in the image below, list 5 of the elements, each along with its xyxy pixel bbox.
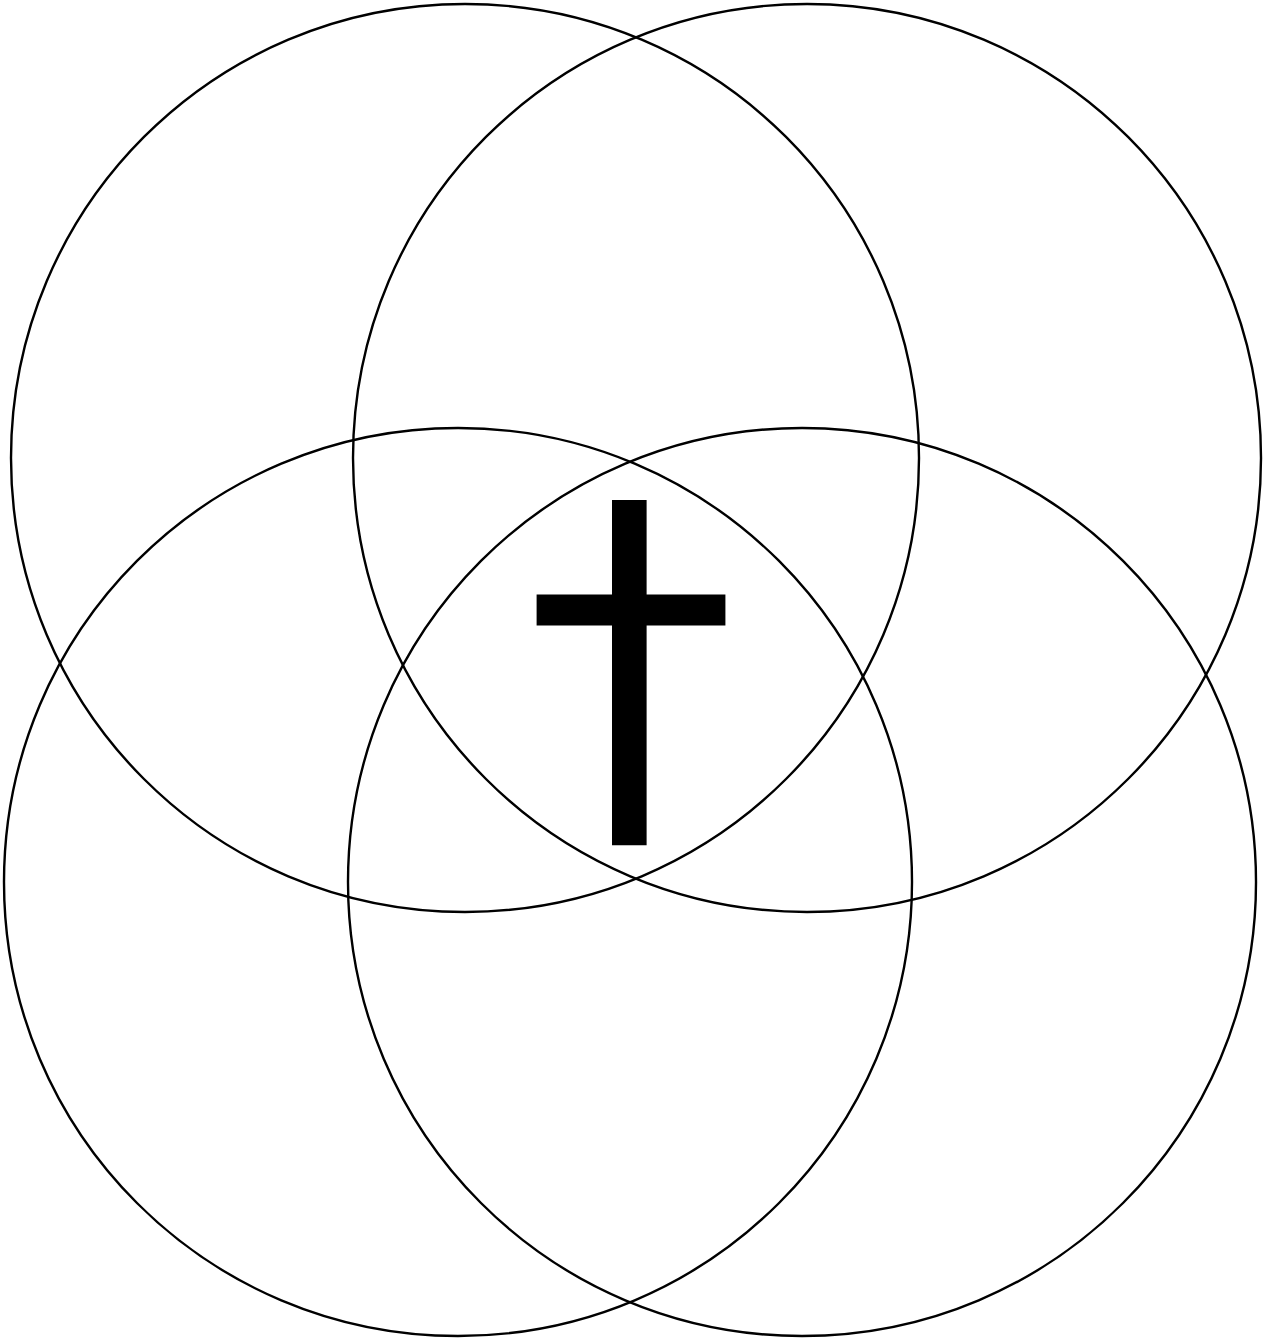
circle — [346, 426, 1258, 1338]
circle — [351, 2, 1263, 914]
circle — [9, 2, 921, 914]
cross-symbol — [536, 500, 726, 846]
circle — [2, 426, 914, 1338]
